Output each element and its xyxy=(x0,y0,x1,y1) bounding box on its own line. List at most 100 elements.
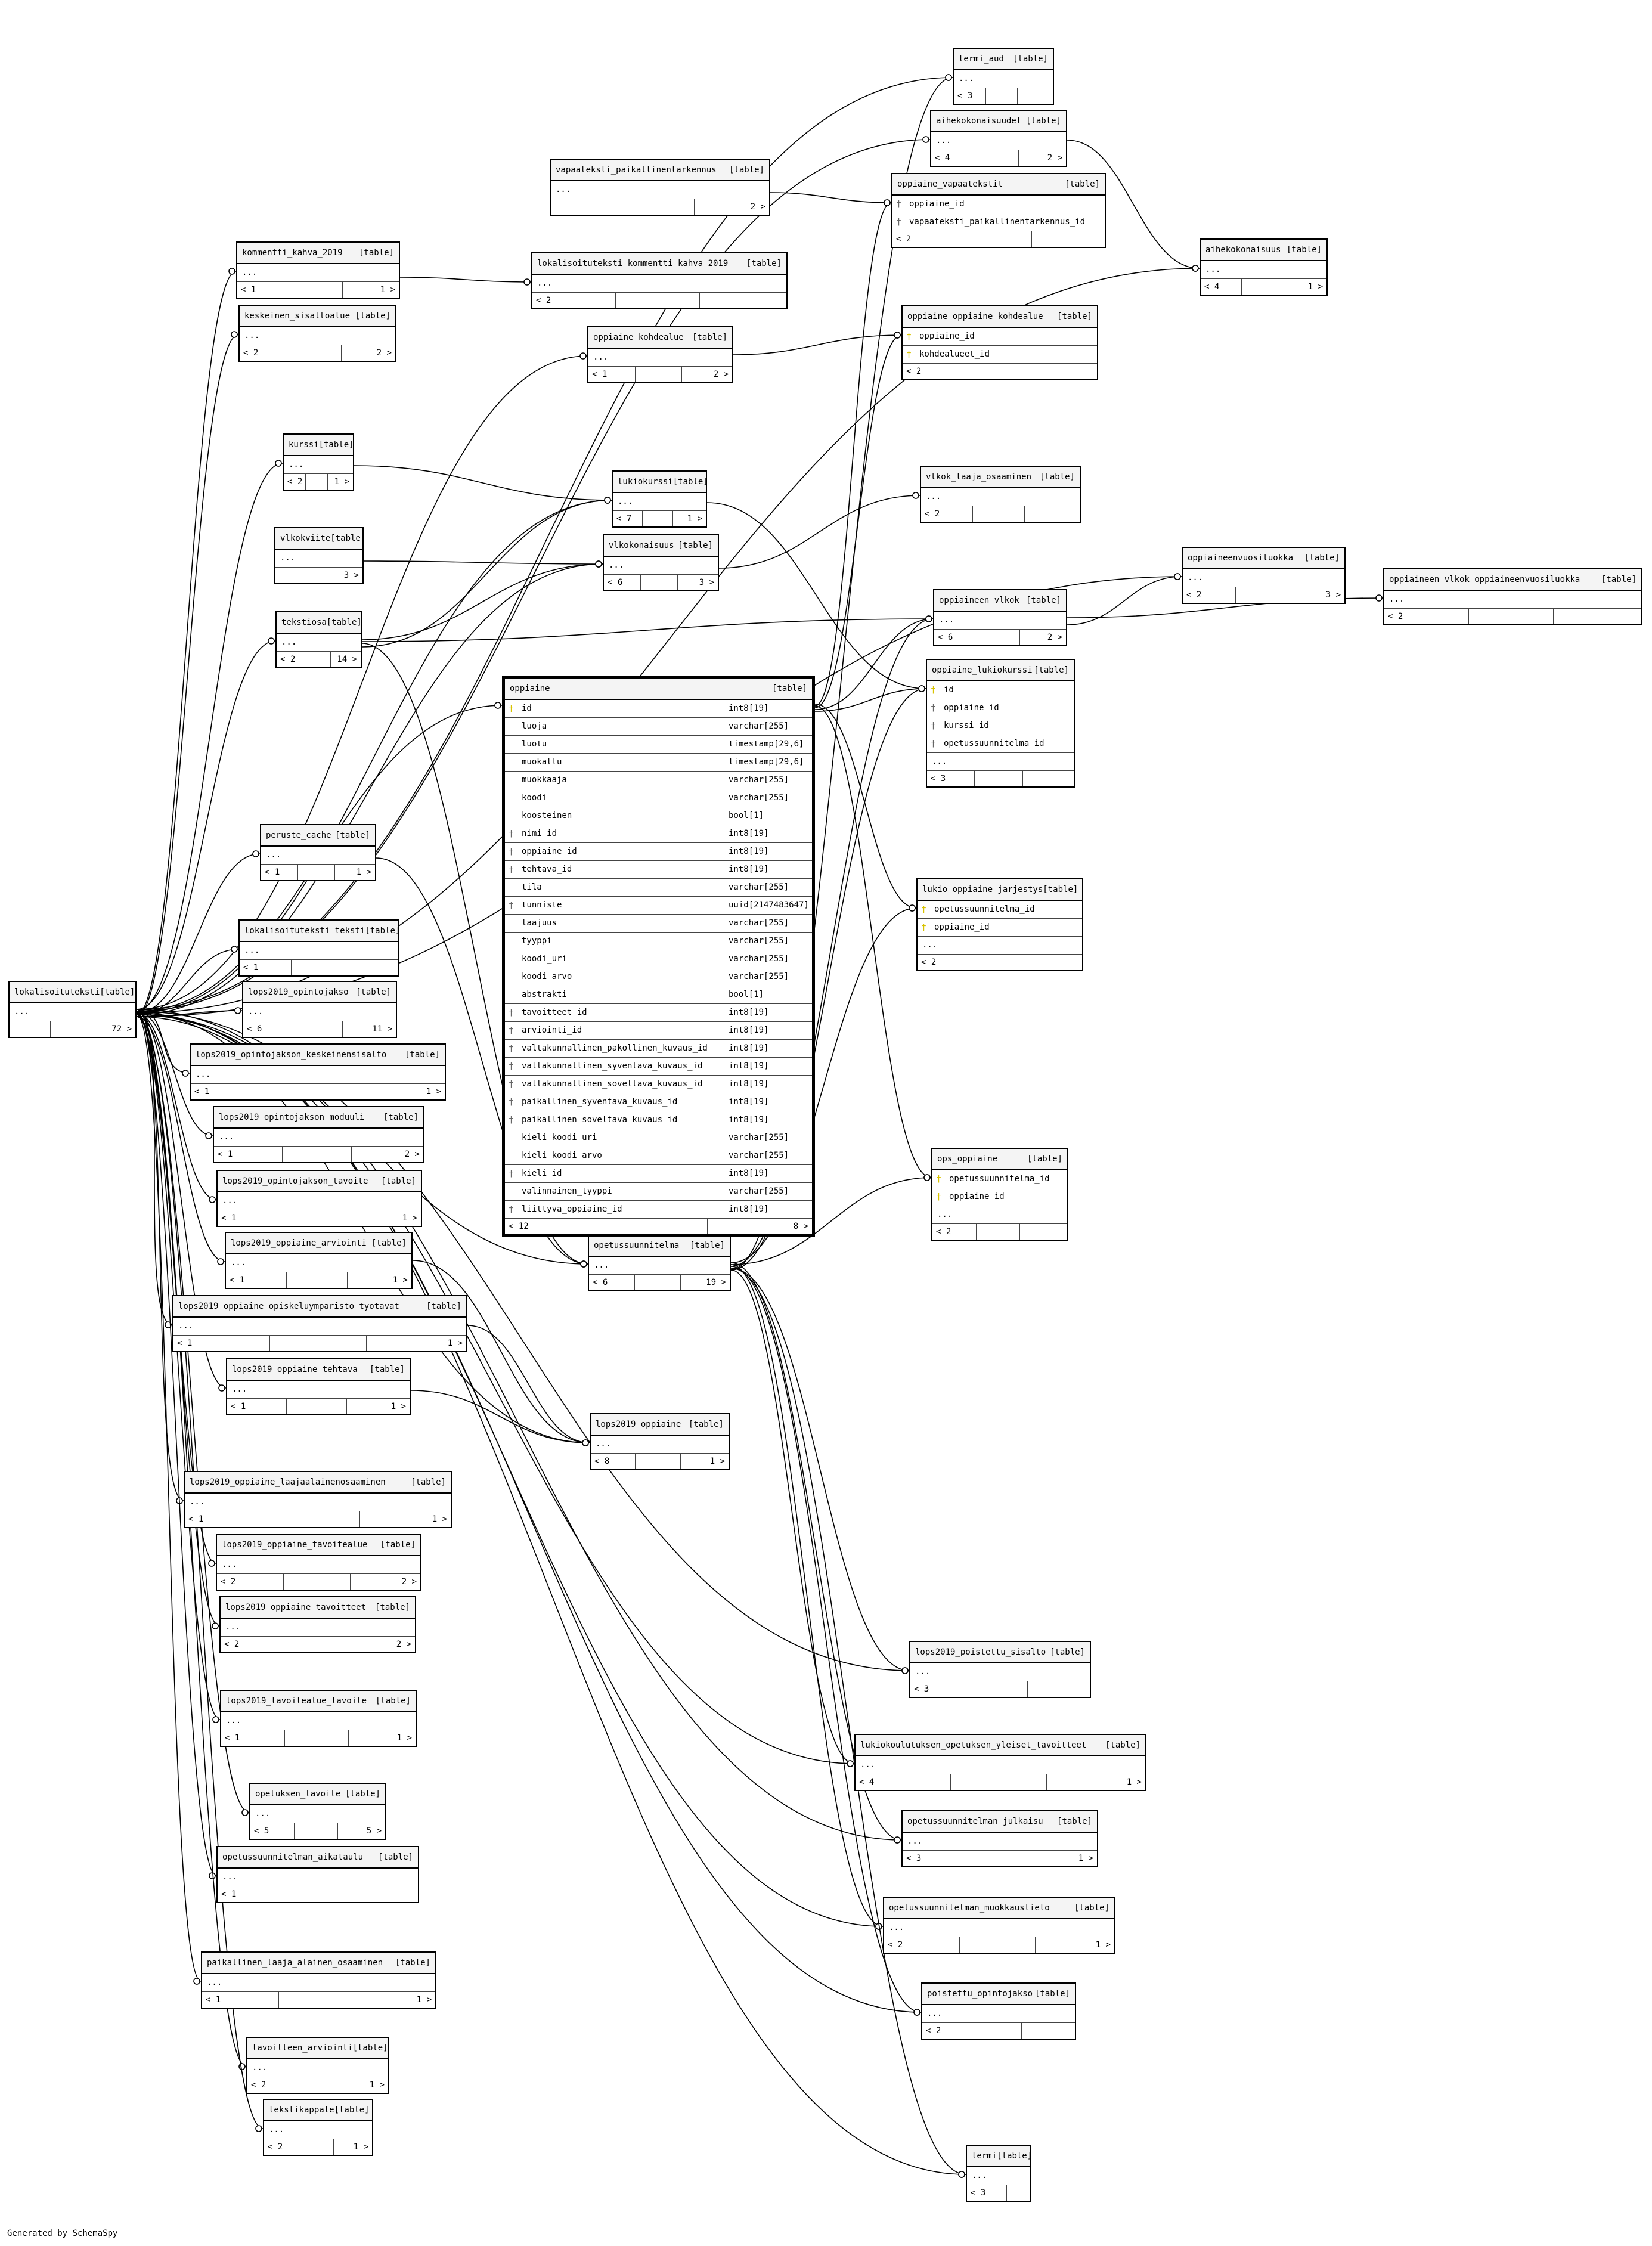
table-row: ... xyxy=(226,1254,411,1272)
relationship-count: < 2 xyxy=(921,506,973,522)
table-lops2019-oppiaine-opiskeluymparisto-tyotavat[interactable]: lops2019_oppiaine_opiskeluymparisto_tyot… xyxy=(172,1295,467,1352)
table-lops2019-opintojakson-keskeinensisalto[interactable]: lops2019_opintojakson_keskeinensisalto[t… xyxy=(190,1043,446,1101)
table-lops2019-tavoitealue-tavoite[interactable]: lops2019_tavoitealue_tavoite[table]...< … xyxy=(220,1690,417,1747)
column-type: int8[19] xyxy=(726,843,812,860)
table-type-label: [table] xyxy=(1034,1989,1070,1999)
column-name: koodi_uri xyxy=(522,954,567,964)
foreign-key-icon: † xyxy=(509,900,514,910)
table-ops-oppiaine[interactable]: ops_oppiaine[table]†opetussuunnitelma_id… xyxy=(931,1148,1068,1241)
relationship-line xyxy=(361,563,603,640)
primary-key-icon: † xyxy=(931,684,937,695)
table-type-label: [table] xyxy=(380,1176,416,1186)
table-header: lukio_oppiaine_jarjestys[table] xyxy=(918,879,1082,901)
table-lukiokoulutuksen-opetuksen-yleiset-tavoitteet[interactable]: lukiokoulutuksen_opetuksen_yleiset_tavoi… xyxy=(854,1734,1146,1791)
relationship-line xyxy=(730,1268,966,2175)
table-header: oppiaine_oppiaine_kohdealue[table] xyxy=(903,306,1097,328)
relationship-count: 2 > xyxy=(376,348,392,358)
relationship-line xyxy=(730,1269,855,1764)
table-poistettu-opintojakso[interactable]: poistettu_opintojakso[table]...< 2 xyxy=(921,1982,1076,2040)
relationship-count xyxy=(1018,88,1053,104)
table-lops2019-oppiaine-arviointi[interactable]: lops2019_oppiaine_arviointi[table]...< 1… xyxy=(225,1232,413,1289)
relationship-count: < 2 xyxy=(221,1637,284,1652)
relationship-count xyxy=(975,771,1023,786)
relationship-count: < 2 xyxy=(247,2077,293,2093)
table-lops2019-opintojakson-moduuli[interactable]: lops2019_opintojakson_moduuli[table]...<… xyxy=(213,1106,424,1163)
table-relationship-counts: < 2 xyxy=(1384,609,1641,624)
relationship-line xyxy=(136,1011,227,1389)
table-vlkok-laaja-osaaminen[interactable]: vlkok_laaja_osaaminen[table]...< 2 xyxy=(920,466,1081,523)
table-lops2019-opintojakson-tavoite[interactable]: lops2019_opintojakson_tavoite[table]...<… xyxy=(216,1170,422,1227)
relationship-end-marker xyxy=(912,492,919,499)
relationship-count: < 6 xyxy=(589,1275,635,1290)
table-row: †oppiaine_id xyxy=(927,699,1074,717)
table-paikallinen-laaja-alainen-osaaminen[interactable]: paikallinen_laaja_alainen_osaaminen[tabl… xyxy=(201,1951,436,2009)
relationship-count xyxy=(270,1336,367,1351)
relationship-count: < 6 xyxy=(604,575,641,590)
table-relationship-counts: < 2 xyxy=(892,231,1105,247)
table-oppiaineen-vlkok-oppiaineenvuosiluokka[interactable]: oppiaineen_vlkok_oppiaineenvuosiluokka[t… xyxy=(1383,568,1642,625)
table-lokalisoituteksti[interactable]: lokalisoituteksti[table]...72 > xyxy=(8,981,137,1038)
table-vlkokviite[interactable]: vlkokviite[table]...3 > xyxy=(274,527,364,584)
table-oppiaine-lukiokurssi[interactable]: oppiaine_lukiokurssi[table]†id†oppiaine_… xyxy=(926,659,1075,788)
column-type: timestamp[29,6] xyxy=(726,754,812,771)
relationship-count xyxy=(1025,955,1082,970)
column-name: ... xyxy=(280,553,296,563)
table-row: ... xyxy=(613,493,706,511)
relationship-count: < 2 xyxy=(264,2139,299,2155)
table-lops2019-oppiaine-tavoitteet[interactable]: lops2019_oppiaine_tavoitteet[table]...< … xyxy=(219,1596,416,1653)
table-termi-aud[interactable]: termi_aud[table]...< 3 xyxy=(953,48,1054,105)
table-name: oppiaine_oppiaine_kohdealue xyxy=(907,312,1043,321)
table-lops2019-oppiaine-tavoitealue[interactable]: lops2019_oppiaine_tavoitealue[table]...<… xyxy=(216,1534,421,1591)
table-relationship-counts: < 3 xyxy=(910,1681,1090,1697)
foreign-key-icon: † xyxy=(931,702,937,713)
relationship-count xyxy=(290,282,343,298)
table-row: ... xyxy=(247,2059,388,2077)
table-header: poistettu_opintojakso[table] xyxy=(922,1984,1075,2005)
relationship-count: < 1 xyxy=(237,282,290,298)
table-vapaateksti-paikallinentarkennus[interactable]: vapaateksti_paikallinentarkennus[table].… xyxy=(550,159,770,216)
table-opetussuunnitelman-muokkaustieto[interactable]: opetussuunnitelman_muokkaustieto[table].… xyxy=(883,1897,1115,1954)
foreign-key-icon: † xyxy=(509,1007,514,1018)
table-termi[interactable]: termi[table]...< 3 xyxy=(966,2145,1031,2202)
table-oppiaine-vapaatekstit[interactable]: oppiaine_vapaatekstit[table]†oppiaine_id… xyxy=(891,173,1106,248)
relationship-count: < 7 xyxy=(613,511,643,526)
table-opetussuunnitelman-julkaisu[interactable]: opetussuunnitelman_julkaisu[table]...< 3… xyxy=(901,1810,1098,1867)
table-relationship-counts: 72 > xyxy=(10,1021,135,1037)
table-oppiaine-oppiaine-kohdealue[interactable]: oppiaine_oppiaine_kohdealue[table]†oppia… xyxy=(901,305,1098,380)
column-type: int8[19] xyxy=(726,825,812,842)
table-opetussuunnitelman-aikataulu[interactable]: opetussuunnitelman_aikataulu[table]...< … xyxy=(216,1846,419,1903)
table-lukio-oppiaine-jarjestys[interactable]: lukio_oppiaine_jarjestys[table]†opetussu… xyxy=(916,878,1083,971)
table-name: opetussuunnitelman_julkaisu xyxy=(907,1817,1043,1826)
table-lops2019-poistettu-sisalto[interactable]: lops2019_poistettu_sisalto[table]...< 3 xyxy=(909,1641,1091,1698)
table-header: lops2019_oppiaine_laajaalainenosaaminen[… xyxy=(185,1472,451,1494)
table-lops2019-oppiaine-laajaalainenosaaminen[interactable]: lops2019_oppiaine_laajaalainenosaaminen[… xyxy=(184,1471,452,1528)
table-lokalisoituteksti-kommentti-kahva-2019[interactable]: lokalisoituteksti_kommentti_kahva_2019[t… xyxy=(531,252,788,309)
relationship-count xyxy=(977,1224,1021,1240)
table-lokalisoituteksti-teksti[interactable]: lokalisoituteksti_teksti[table]...< 1 xyxy=(238,919,399,977)
relationship-count xyxy=(298,865,335,880)
column-name: ... xyxy=(242,268,258,277)
table-type-label: [table] xyxy=(729,165,764,175)
relationship-count xyxy=(1023,771,1074,786)
